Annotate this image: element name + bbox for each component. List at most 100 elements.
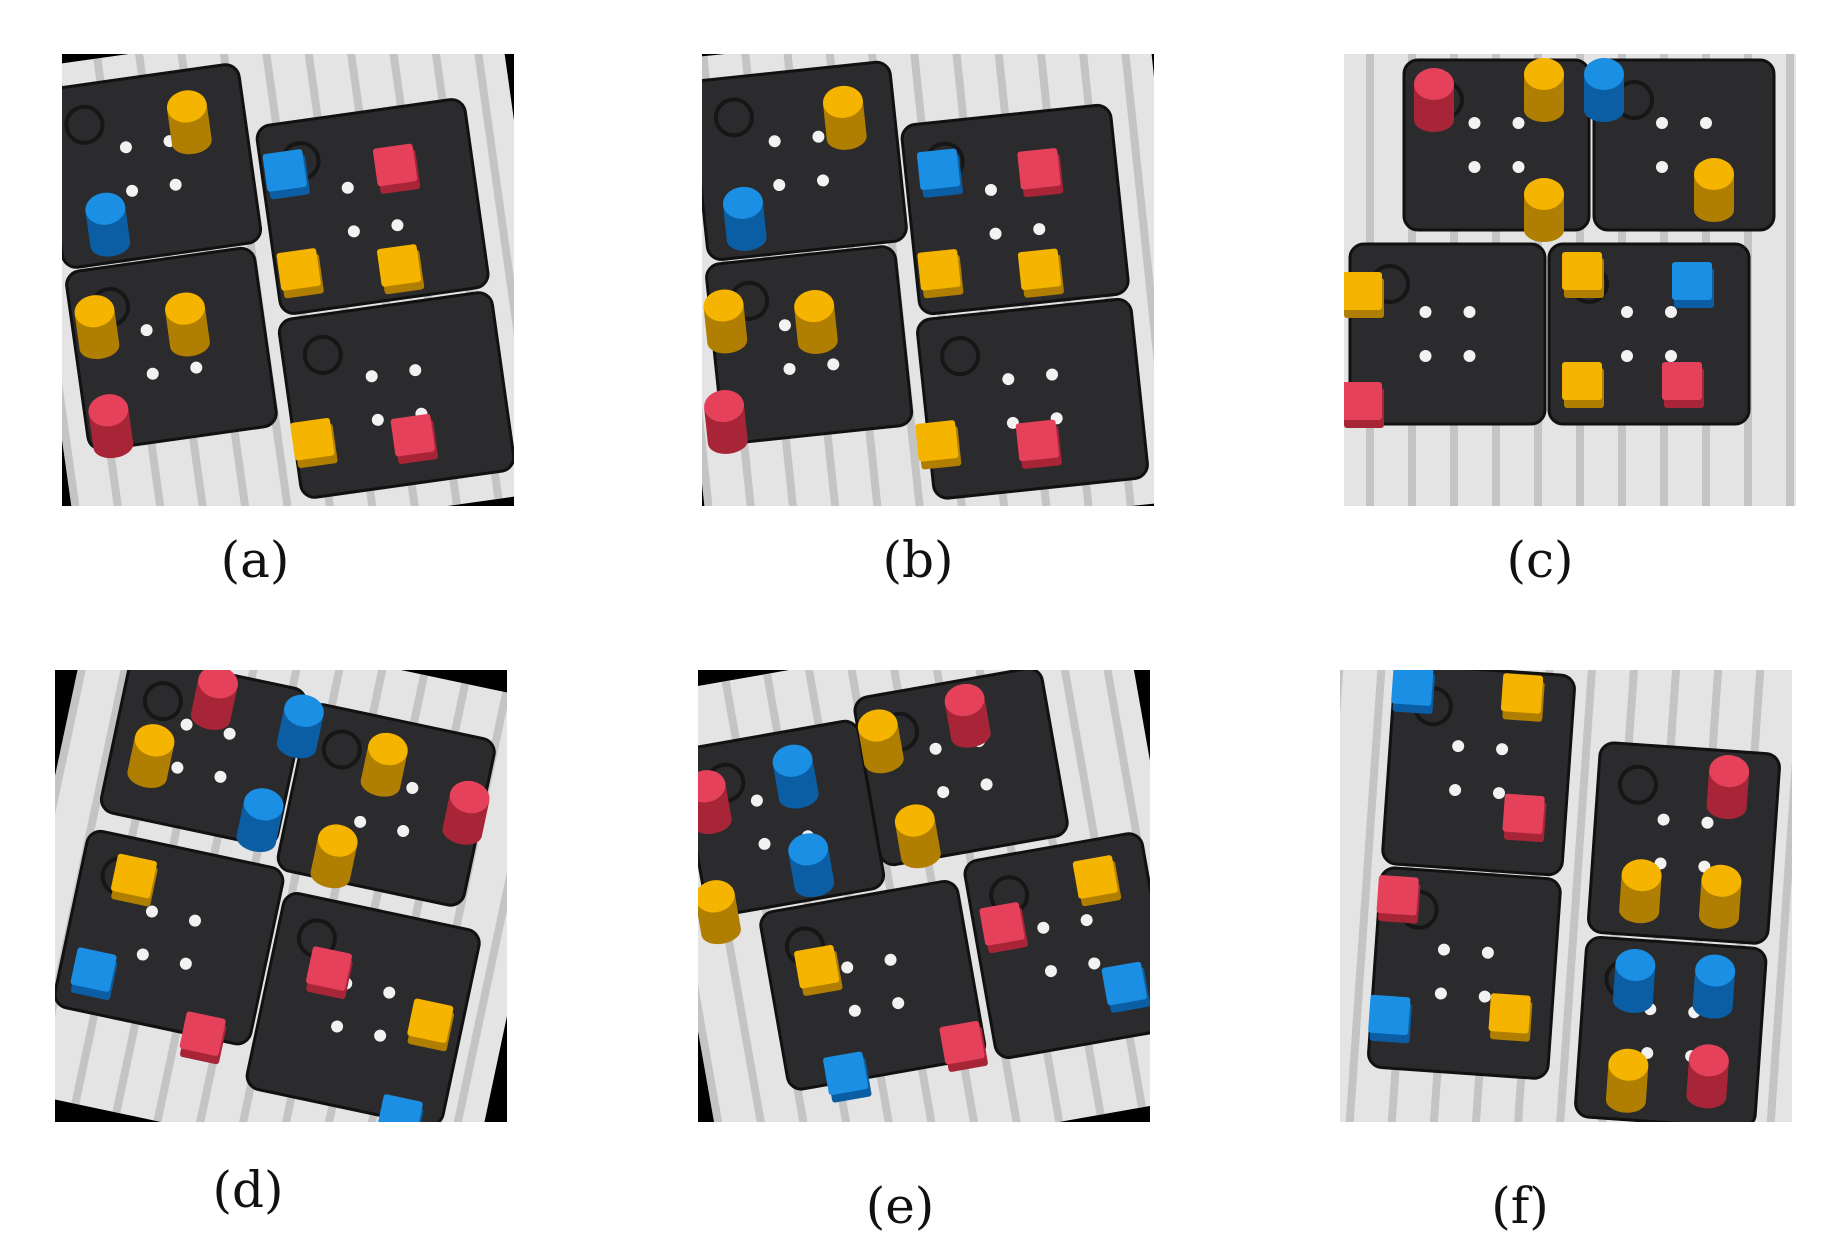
peg-hole-marker: [817, 174, 830, 187]
yellow-cube: [110, 853, 157, 899]
peg-hole-marker: [1657, 813, 1670, 826]
yellow-cylinder: [894, 804, 935, 837]
red-cylinder: [1414, 68, 1454, 100]
peg-hole-marker: [827, 358, 840, 371]
board-photo-a: [62, 54, 514, 506]
red-cylinder: [88, 394, 129, 427]
yellow-cylinder-base: [79, 334, 120, 360]
red-cylinder-base: [190, 705, 231, 730]
tray-stripe: [1764, 670, 1792, 1122]
peg-hole-marker: [180, 718, 193, 731]
peg-hole-marker: [223, 727, 236, 740]
peg-hole-marker: [773, 179, 786, 192]
peg-hole-marker: [331, 1020, 344, 1033]
board-quadrant: [1587, 741, 1781, 945]
peg-hole-marker: [214, 770, 227, 783]
peg-hole-marker: [1700, 117, 1712, 129]
peg-hole-marker: [783, 362, 796, 375]
peg-hole-marker: [136, 948, 149, 961]
yellow-cylinder-base: [1524, 218, 1564, 242]
yellow-cylinder: [317, 824, 358, 857]
tray-stripe: [1554, 670, 1598, 1122]
peg-hole-marker: [347, 225, 360, 238]
peg-hole-marker: [1665, 306, 1677, 318]
yellow-cylinder: [1694, 158, 1734, 190]
peg-hole-marker: [980, 778, 993, 791]
peg-hole-marker: [374, 1029, 387, 1042]
peg-hole-marker: [1452, 740, 1465, 753]
empty-slot: [321, 729, 362, 770]
red-cube: [1502, 793, 1545, 834]
empty-slot: [1617, 764, 1658, 805]
peg-hole-marker: [1478, 990, 1491, 1003]
red-cube: [1015, 419, 1059, 462]
image-panel-c: [1344, 54, 1796, 506]
caption-a: (a): [220, 531, 290, 589]
yellow-cylinder-base: [901, 843, 941, 869]
yellow-cylinder-base: [797, 329, 838, 354]
empty-slot: [142, 681, 183, 722]
peg-hole-marker: [145, 905, 158, 918]
yellow-cube: [376, 244, 422, 287]
yellow-cylinder-base: [170, 332, 210, 357]
image-panel-f: [1340, 670, 1792, 1122]
peg-hole-marker: [1419, 306, 1432, 318]
peg-hole-marker: [1701, 816, 1714, 829]
blue-cylinder: [284, 694, 324, 727]
peg-hole-marker: [341, 181, 354, 194]
caption-d: (d): [212, 1161, 284, 1219]
yellow-cube: [276, 248, 321, 291]
red-cube: [1662, 362, 1702, 400]
blue-cube: [70, 947, 117, 992]
red-cube: [390, 413, 435, 457]
peg-hole-marker: [1437, 943, 1450, 956]
tray-stripe: [1345, 670, 1388, 1122]
yellow-cylinder: [74, 295, 115, 328]
board-photo-e: [698, 670, 1150, 1122]
yellow-cylinder-base: [127, 763, 167, 788]
peg-hole-marker: [1512, 117, 1525, 129]
image-panel-a: [62, 54, 514, 506]
peg-hole-marker: [884, 953, 897, 966]
yellow-cube: [407, 998, 454, 1043]
peg-hole-marker: [1481, 946, 1494, 959]
red-cylinder: [698, 770, 726, 803]
yellow-cube: [917, 249, 961, 291]
yellow-cylinder-base: [1694, 198, 1734, 222]
board-group: [1344, 54, 1796, 506]
peg-hole-marker: [1080, 914, 1093, 927]
yellow-cylinder: [794, 289, 835, 323]
blue-cylinder: [1615, 948, 1656, 982]
peg-hole-marker: [1419, 350, 1432, 362]
blue-cube: [1672, 262, 1712, 300]
blue-cube: [376, 1094, 423, 1122]
yellow-cylinder-base: [1698, 904, 1739, 929]
board-photo-b: [702, 54, 1154, 506]
tray-stripe: [467, 54, 514, 494]
yellow-cylinder-base: [707, 329, 748, 354]
peg-hole-marker: [1665, 350, 1677, 362]
blue-cube: [1391, 670, 1434, 706]
peg-hole-marker: [171, 761, 184, 774]
yellow-cube: [1562, 252, 1602, 290]
red-cylinder: [1688, 1044, 1729, 1077]
yellow-cylinder: [134, 724, 175, 757]
blue-cylinder-base: [778, 783, 819, 809]
yellow-cylinder-base: [1605, 1088, 1646, 1113]
peg-hole-marker: [371, 413, 384, 426]
red-cylinder-base: [707, 429, 748, 454]
yellow-cylinder-base: [1524, 98, 1564, 122]
red-cube: [939, 1020, 985, 1065]
peg-hole-marker: [768, 135, 781, 148]
yellow-cube: [1344, 272, 1382, 310]
board-quadrant: [1348, 242, 1547, 426]
red-cube: [1376, 875, 1419, 916]
peg-hole-marker: [1463, 306, 1476, 318]
peg-hole-marker: [409, 364, 422, 377]
peg-hole-marker: [190, 361, 203, 374]
red-cylinder: [449, 780, 490, 814]
peg-hole-marker: [1493, 787, 1506, 800]
peg-hole-marker: [778, 319, 791, 332]
blue-cube: [823, 1051, 869, 1096]
yellow-cylinder: [1701, 864, 1742, 897]
